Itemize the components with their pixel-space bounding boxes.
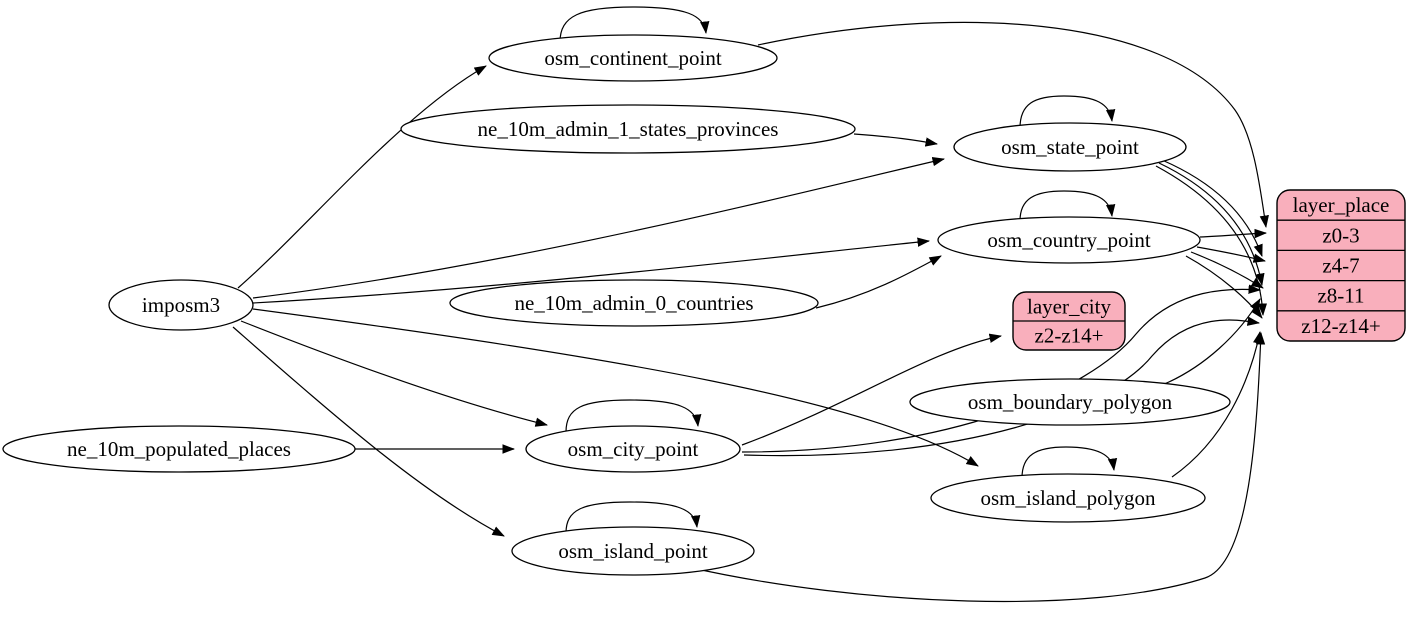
edge-osm_city_point-to-layer_city-z2-z14+ [741, 333, 1002, 446]
edge-imposm3-to-osm_continent_point [237, 65, 487, 289]
edge-ne_10m_admin_0_countries-to-osm_country_point [815, 255, 942, 309]
record-title-layer_place: layer_place [1293, 193, 1390, 217]
node-label-osm_continent_point: osm_continent_point [544, 46, 721, 70]
edge-ne_10m_admin_1_states_provinces-to-osm_state_point [853, 133, 938, 147]
edge-osm_city_point-to-layer_place-z8-11 [741, 284, 1261, 453]
record-node-layer_city: layer_city z2-z14+ [1012, 291, 1126, 351]
edge-imposm3-to-osm_state_point [252, 157, 945, 299]
record-node-layer_place: layer_place z0-3 z4-7 z8-11 z12-z14+ [1276, 189, 1406, 342]
record-row-layer_place-z12-z14+: z12-z14+ [1301, 314, 1380, 338]
edge-osm_country_point-to-layer_place-z0-3 [1199, 228, 1267, 239]
node-label-ne_10m_admin_1_states_provinces: ne_10m_admin_1_states_provinces [478, 117, 779, 141]
graph-node-osm_country_point: osm_country_point [937, 216, 1201, 264]
node-ellipse-ne_10m_admin_1_states_provinces [400, 104, 856, 154]
edge-osm_island_polygon-to-layer_place-z12-z14+ [1171, 331, 1263, 478]
record-row-layer_place-z8-11: z8-11 [1317, 284, 1364, 308]
self-loop-edge-osm_city_point [565, 399, 702, 433]
graph-node-imposm3: imposm3 [108, 279, 254, 331]
graph-node-osm_boundary_polygon: osm_boundary_polygon [909, 378, 1231, 426]
node-label-osm_country_point: osm_country_point [987, 228, 1150, 252]
self-loop-edge-osm_state_point [1019, 95, 1116, 129]
edge-osm_state_point-to-layer_place-z4-7 [1161, 159, 1263, 257]
graph-node-osm_island_point: osm_island_point [511, 526, 755, 576]
edge-osm_boundary_polygon-to-layer_place-z8-11 [1151, 298, 1261, 390]
record-title-layer_city: layer_city [1027, 295, 1111, 319]
node-label-osm_island_polygon: osm_island_polygon [980, 486, 1156, 510]
node-ellipse-osm_continent_point [488, 34, 778, 82]
node-ellipse-imposm3 [108, 279, 254, 331]
edges-layer [232, 6, 1269, 603]
record-row-layer_city-z2-z14+: z2-z14+ [1035, 324, 1104, 348]
record-row-layer_place-z4-7: z4-7 [1322, 254, 1359, 278]
node-label-ne_10m_admin_0_countries: ne_10m_admin_0_countries [514, 291, 753, 315]
edge-imposm3-to-osm_country_point [252, 237, 930, 304]
node-ellipse-osm_state_point [953, 122, 1187, 172]
node-label-osm_island_point: osm_island_point [558, 539, 708, 563]
node-ellipse-ne_10m_populated_places [2, 425, 356, 473]
self-loop-edge-osm_country_point [1019, 190, 1116, 222]
graph-node-osm_state_point: osm_state_point [953, 122, 1187, 172]
graph-node-ne_10m_admin_1_states_provinces: ne_10m_admin_1_states_provinces [400, 104, 856, 154]
edge-osm_country_point-to-layer_place-z12-z14+ [1185, 255, 1263, 319]
node-ellipse-osm_island_polygon [930, 473, 1206, 523]
edge-osm_continent_point-to-layer_place-z0-3 [757, 21, 1269, 228]
node-label-ne_10m_populated_places: ne_10m_populated_places [67, 437, 291, 461]
node-ellipse-osm_island_point [511, 526, 755, 576]
edge-imposm3-to-osm_city_point [240, 320, 548, 427]
node-ellipse-osm_boundary_polygon [909, 378, 1231, 426]
record-row-layer_place-z0-3: z0-3 [1322, 223, 1359, 247]
nodes-layer: imposm3 osm_continent_point ne_10m_admin_1… [2, 34, 1406, 576]
node-label-osm_city_point: osm_city_point [568, 437, 699, 461]
edge-osm_country_point-to-layer_place-z4-7 [1196, 246, 1266, 263]
edge-osm_state_point-to-layer_place-z12-z14+ [1155, 165, 1268, 316]
graph-node-ne_10m_populated_places: ne_10m_populated_places [2, 425, 356, 473]
graph-node-osm_continent_point: osm_continent_point [488, 34, 778, 82]
graph-node-osm_island_polygon: osm_island_polygon [930, 473, 1206, 523]
node-label-osm_state_point: osm_state_point [1001, 135, 1139, 159]
node-label-osm_boundary_polygon: osm_boundary_polygon [968, 390, 1173, 414]
node-ellipse-osm_city_point [525, 425, 741, 473]
node-label-imposm3: imposm3 [142, 293, 220, 317]
node-ellipse-osm_country_point [937, 216, 1201, 264]
self-loop-edge-osm_island_polygon [1021, 446, 1118, 479]
edge-imposm3-to-osm_island_point [232, 326, 505, 537]
edge-osm_island_point-to-layer_place-z12-z14+ [687, 332, 1266, 603]
self-loop-edge-osm_island_point [565, 501, 701, 534]
edge-imposm3-to-osm_island_polygon [252, 308, 979, 467]
graph-node-osm_city_point: osm_city_point [525, 425, 741, 473]
graph-node-ne_10m_admin_0_countries: ne_10m_admin_0_countries [449, 279, 819, 327]
self-loop-edge-osm_continent_point [559, 6, 710, 43]
edge-osm_state_point-to-layer_place-z8-11 [1158, 162, 1265, 286]
node-ellipse-ne_10m_admin_0_countries [449, 279, 819, 327]
record-rect-layer_place [1276, 189, 1406, 342]
